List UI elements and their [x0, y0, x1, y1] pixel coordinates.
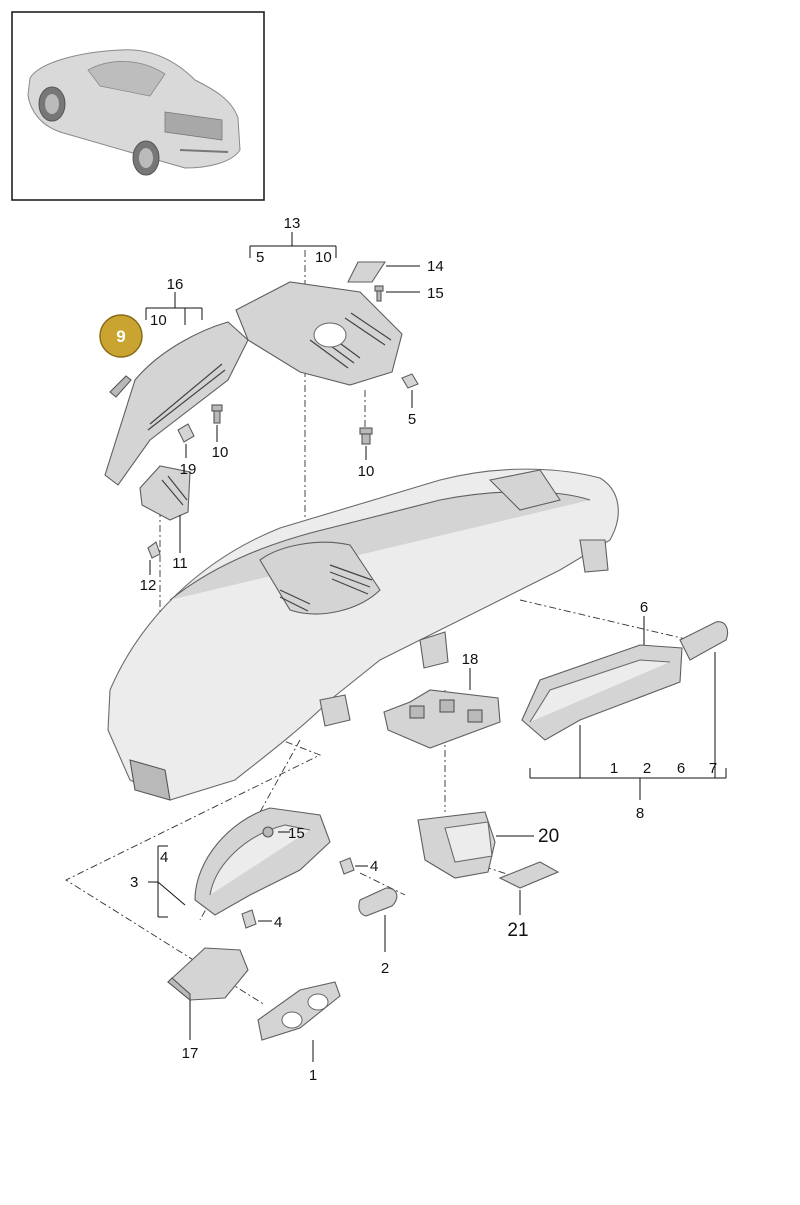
label-part-15-mid[interactable]: 15	[288, 825, 305, 842]
center-vents	[279, 564, 373, 612]
part-4-clip-b	[241, 909, 257, 929]
part-18-bracket	[383, 689, 501, 749]
highlight-badge-part-9[interactable]: 9	[99, 314, 143, 358]
label-part-5[interactable]: 5	[408, 411, 416, 428]
label-part-6[interactable]: 6	[640, 599, 648, 616]
part-17-lower-housing	[167, 947, 249, 1002]
part-labels: 13 5 10 14 15 16 10 5 10 10 19 11 12 6 1…	[130, 215, 717, 1084]
dashboard-carrier	[107, 468, 619, 801]
part-3-instrument-housing	[194, 807, 331, 916]
part-15-screw	[374, 285, 384, 302]
part-20-storage-box	[417, 811, 496, 879]
part-5-clip	[401, 373, 419, 389]
label-part-4-bottom[interactable]: 4	[274, 914, 282, 931]
part-6-glovebox-panel	[521, 644, 683, 741]
label-part-8-6[interactable]: 6	[677, 760, 685, 777]
vehicle-thumbnail	[11, 11, 265, 201]
label-part-15-top[interactable]: 15	[427, 285, 444, 302]
part-11-side-vent	[139, 465, 191, 521]
part-7-cylinder	[679, 621, 729, 661]
label-part-18[interactable]: 18	[462, 651, 479, 668]
label-part-3-4[interactable]: 4	[160, 849, 168, 866]
part-14-cover	[347, 261, 387, 283]
part-16-vents	[147, 363, 226, 431]
label-part-13[interactable]: 13	[284, 215, 301, 232]
label-leaders	[145, 232, 727, 1062]
label-part-10-right[interactable]: 10	[358, 463, 375, 480]
part-10-clip-left	[211, 404, 223, 424]
highlight-badge-label: 9	[116, 327, 125, 346]
part-1-bezel	[257, 981, 341, 1041]
label-part-13-10[interactable]: 10	[315, 249, 332, 266]
part-19-clip	[177, 423, 195, 443]
part-12-clip	[147, 541, 161, 559]
sports-coupe-car-icon	[27, 49, 241, 176]
part-21-mat	[498, 861, 560, 889]
label-part-20[interactable]: 20	[538, 826, 559, 847]
part-13-upper-trim-panel	[235, 281, 403, 386]
label-part-8-2[interactable]: 2	[643, 760, 651, 777]
label-part-16-10[interactable]: 10	[150, 312, 167, 329]
part-4-clip-a	[339, 857, 355, 875]
label-part-8-1[interactable]: 1	[610, 760, 618, 777]
label-part-21[interactable]: 21	[507, 920, 528, 941]
label-part-12[interactable]: 12	[140, 577, 157, 594]
label-part-19[interactable]: 19	[180, 461, 197, 478]
label-part-10-left[interactable]: 10	[212, 444, 229, 461]
label-part-8[interactable]: 8	[636, 805, 644, 822]
label-part-4-right[interactable]: 4	[370, 858, 378, 875]
label-part-3[interactable]: 3	[130, 874, 138, 891]
label-part-14[interactable]: 14	[427, 258, 444, 275]
label-part-16[interactable]: 16	[167, 276, 184, 293]
label-part-7[interactable]: 7	[709, 760, 717, 777]
label-part-13-5[interactable]: 5	[256, 249, 264, 266]
part-2-cap	[358, 887, 398, 917]
part-9-clip	[109, 375, 132, 398]
part-10-clip-right	[359, 427, 373, 445]
label-part-17[interactable]: 17	[182, 1045, 199, 1062]
label-part-1[interactable]: 1	[309, 1067, 317, 1084]
part-16-side-strip	[104, 321, 249, 486]
label-part-11[interactable]: 11	[172, 555, 188, 572]
label-part-2[interactable]: 2	[381, 960, 389, 977]
